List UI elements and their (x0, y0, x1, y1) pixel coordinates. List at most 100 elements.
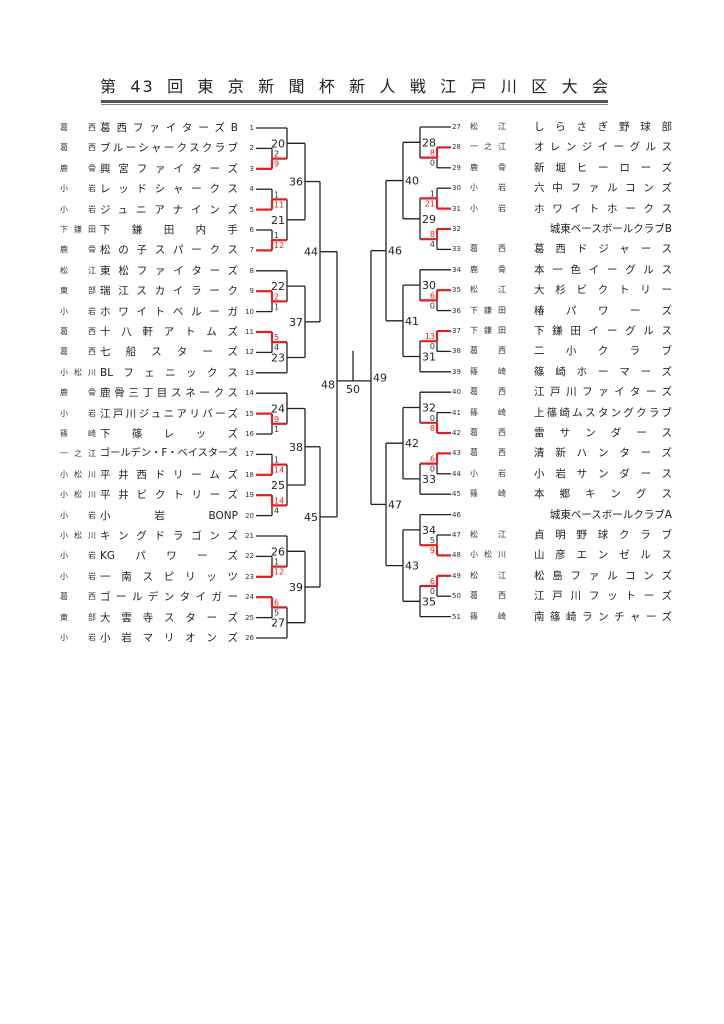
match-number: 21 (271, 214, 285, 227)
team-name: 山彦エンゼルス (534, 549, 672, 562)
team-number: 27 (452, 123, 461, 131)
team-number: 39 (452, 367, 461, 376)
match-score: 5 (274, 608, 279, 617)
match-number: 29 (422, 213, 436, 226)
team-name: 下鎌田イーグルス (534, 325, 672, 337)
team-name: 下鎌田内手 (100, 224, 238, 236)
team-name: 椿パワーズ (534, 304, 672, 317)
match-number: 22 (271, 280, 285, 293)
team-district: 鹿骨 (60, 163, 96, 173)
team-name: レッドシャークス (100, 183, 238, 196)
match-score: 0 (430, 414, 435, 423)
team-number: 36 (452, 306, 461, 315)
match-score: 4 (274, 506, 279, 515)
match-score: 13 (425, 332, 435, 341)
team-district: 葛西 (60, 592, 96, 602)
team-number: 30 (452, 184, 461, 193)
title-underline (101, 100, 608, 103)
match-number: 36 (289, 176, 303, 189)
team-name: 葛西ファイターズB (100, 122, 238, 134)
team-district: 葛西 (60, 143, 96, 153)
team-district: 葛西 (60, 123, 96, 132)
team-district: 篠崎 (470, 366, 506, 376)
team-name: 一南スピリッツ (100, 570, 238, 583)
team-number: 37 (452, 327, 461, 335)
match-number: 33 (422, 473, 436, 486)
team-district: 葛西 (470, 448, 506, 458)
team-name: ホワイトベルーガ (100, 305, 238, 318)
team-name: 平井西ドリームズ (100, 468, 238, 481)
match-score: 6 (430, 291, 435, 300)
match-score: 2 (274, 150, 279, 159)
match-number: 35 (422, 595, 436, 608)
team-number: 35 (452, 286, 461, 295)
match-score: 9 (274, 415, 279, 424)
team-number: 14 (245, 389, 254, 398)
team-district: 葛西 (470, 428, 506, 437)
match-number: 40 (405, 175, 419, 188)
team-district: 小岩 (60, 633, 96, 642)
match-score: 9 (274, 160, 279, 169)
team-district: 篠崎 (470, 489, 506, 499)
match-score: 8 (430, 424, 435, 433)
team-name: 本郷キングス (534, 488, 672, 501)
match-score: 1 (274, 302, 279, 311)
match-score: 6 (430, 455, 435, 464)
team-number: 51 (452, 612, 461, 621)
team-name: 清新ハンターズ (534, 447, 672, 460)
team-district: 鹿骨 (60, 388, 96, 398)
match-number: 26 (271, 545, 285, 558)
team-district: 葛西 (60, 327, 96, 336)
team-name: 城東ベースボールクラブB (549, 223, 672, 235)
match-score: 14 (274, 496, 284, 505)
match-score: 1 (274, 456, 279, 465)
team-district: 篠崎 (470, 407, 506, 417)
title-underline-thin (101, 104, 608, 105)
team-name: 七船スターズ (100, 346, 238, 359)
match-score: 0 (430, 465, 435, 474)
team-district: 小岩 (470, 203, 506, 213)
match-score: 14 (274, 466, 284, 475)
team-number: 49 (452, 571, 461, 580)
team-name: 平井ビクトリーズ (100, 489, 238, 502)
team-district: 葛西 (470, 346, 506, 356)
team-name: 瑞江スカイラーク (100, 285, 238, 298)
match-number: 27 (271, 617, 285, 630)
team-district: 一之江 (60, 449, 96, 459)
team-number: 9 (249, 287, 254, 296)
team-name: ジュニアナインズ (100, 203, 238, 216)
team-district: 篠崎 (470, 611, 506, 621)
match-score: 0 (430, 342, 435, 351)
match-number: 46 (388, 245, 402, 258)
team-number: 8 (249, 266, 254, 275)
team-name: 下篠レッズ (100, 428, 238, 440)
team-number: 7 (249, 246, 254, 255)
match-score: 1 (274, 231, 279, 240)
team-number: 19 (245, 491, 254, 500)
match-score: 5 (274, 333, 279, 342)
team-number: 32 (452, 225, 461, 233)
match-number: 32 (422, 402, 436, 415)
team-number: 50 (452, 592, 461, 601)
match-number: 31 (422, 351, 436, 364)
team-name: 葛西ドジャース (534, 243, 672, 256)
team-district: 松江 (470, 530, 506, 539)
